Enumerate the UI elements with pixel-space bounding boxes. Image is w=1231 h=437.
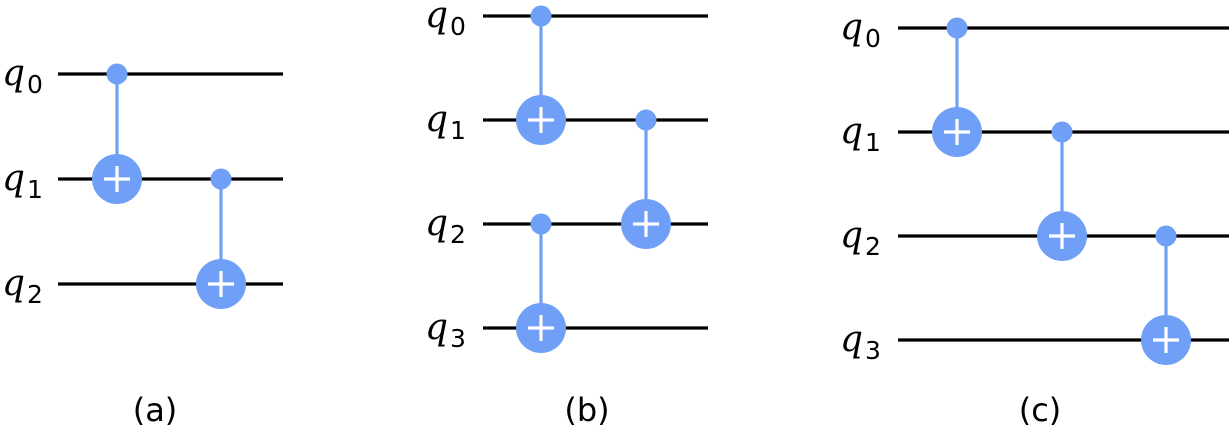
qubit-symbol: q xyxy=(840,319,863,360)
panel-caption: (b) xyxy=(564,391,609,429)
qubit-index: 0 xyxy=(450,12,466,41)
control-dot xyxy=(530,5,552,27)
qubit-index: 2 xyxy=(27,280,43,309)
cnot-gate xyxy=(1037,121,1087,261)
qubit-symbol: q xyxy=(2,263,25,304)
cnot-gate xyxy=(621,109,671,249)
control-dot xyxy=(635,109,657,131)
cnot-gate xyxy=(1141,225,1191,365)
control-dot xyxy=(1051,121,1073,143)
qubit-symbol: q xyxy=(425,99,448,140)
qubit-label-3: q3 xyxy=(840,319,881,365)
control-dot xyxy=(946,17,968,39)
qubit-index: 3 xyxy=(450,324,466,353)
control-dot xyxy=(1155,225,1177,247)
qubit-index: 2 xyxy=(865,232,881,261)
panel-caption: (a) xyxy=(133,391,178,429)
qubit-label-2: q2 xyxy=(425,203,466,249)
cnot-gate xyxy=(516,213,566,353)
qubit-symbol: q xyxy=(840,7,863,48)
qubit-symbol: q xyxy=(425,307,448,348)
qubit-index: 1 xyxy=(865,128,881,157)
control-dot xyxy=(106,63,128,85)
qubit-index: 1 xyxy=(450,116,466,145)
qubit-label-0: q0 xyxy=(2,53,43,99)
qubit-index: 0 xyxy=(27,70,43,99)
qubit-label-2: q2 xyxy=(2,263,43,309)
qubit-symbol: q xyxy=(840,215,863,256)
qubit-label-2: q2 xyxy=(840,215,881,261)
qubit-label-1: q1 xyxy=(425,99,466,145)
qubit-index: 3 xyxy=(865,336,881,365)
cnot-gate xyxy=(516,5,566,145)
qubit-label-1: q1 xyxy=(840,111,881,157)
qubit-symbol: q xyxy=(2,53,25,94)
qubit-index: 2 xyxy=(450,220,466,249)
control-dot xyxy=(530,213,552,235)
cnot-gate xyxy=(196,168,246,309)
qubit-index: 1 xyxy=(27,175,43,204)
qubit-symbol: q xyxy=(425,203,448,244)
qubit-label-0: q0 xyxy=(425,0,466,41)
qubit-label-1: q1 xyxy=(2,158,43,204)
qubit-index: 0 xyxy=(865,24,881,53)
control-dot xyxy=(210,168,232,190)
qubit-label-0: q0 xyxy=(840,7,881,53)
cnot-gate xyxy=(932,17,982,157)
panel-caption: (c) xyxy=(1019,391,1062,429)
qubit-symbol: q xyxy=(2,158,25,199)
cnot-gate xyxy=(92,63,142,204)
qubit-symbol: q xyxy=(840,111,863,152)
qubit-symbol: q xyxy=(425,0,448,36)
qubit-label-3: q3 xyxy=(425,307,466,353)
